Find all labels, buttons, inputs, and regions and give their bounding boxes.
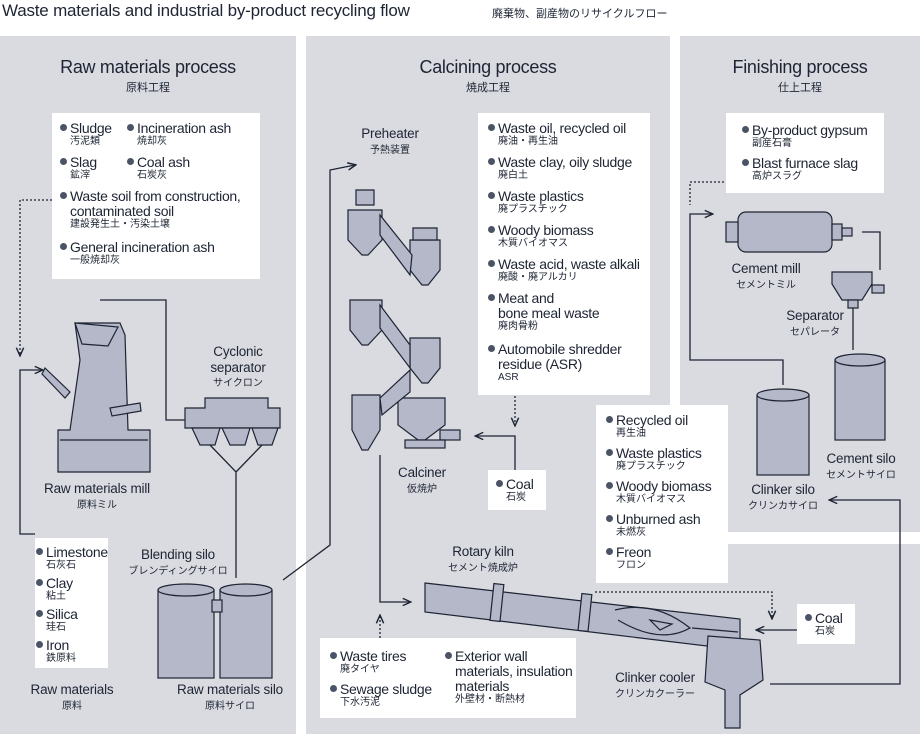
label-cyclonic-jp: サイクロン bbox=[213, 378, 263, 389]
flow-cyclone-to-silo bbox=[209, 444, 263, 578]
label-separator: Separator bbox=[786, 308, 844, 323]
label-preheater: Preheater bbox=[361, 126, 419, 141]
preheater-shape bbox=[347, 189, 461, 451]
raw-materials-mill-shape bbox=[41, 322, 151, 473]
label-raw-materials: Raw materials bbox=[30, 682, 114, 697]
label-cement-silo-jp: セメントサイロ bbox=[826, 470, 896, 481]
clinker-cooler-shape bbox=[704, 635, 764, 729]
cement-silo-shape bbox=[834, 353, 886, 441]
label-calciner-jp: 仮焼炉 bbox=[407, 484, 437, 495]
panel-title-finishing: Finishing process bbox=[732, 57, 868, 77]
label-clinker-cooler-jp: クリンカクーラー bbox=[615, 689, 695, 700]
clinker-silo-shape bbox=[756, 388, 810, 476]
panel-title-calcining: Calcining process bbox=[419, 57, 557, 77]
label-clinker-cooler: Clinker cooler bbox=[615, 670, 695, 685]
flow-coal-to-calciner bbox=[476, 436, 516, 470]
label-clinker-silo: Clinker silo bbox=[751, 482, 815, 497]
flow-finishing-waste-to-mill bbox=[689, 181, 724, 205]
panel-title-finishing-jp: 仕上工程 bbox=[778, 82, 822, 94]
flow-preheater-to-kiln bbox=[379, 455, 410, 602]
label-preheater-jp: 予熱装置 bbox=[370, 145, 410, 156]
label-raw-mill: Raw materials mill bbox=[44, 481, 150, 496]
cyclonic-separator-shape bbox=[184, 397, 281, 446]
label-cyclonic: Cyclonic bbox=[213, 344, 263, 359]
label-separator-line: separator bbox=[210, 360, 266, 375]
label-separator-jp: セパレータ bbox=[790, 327, 840, 338]
flow-kiln-waste-to-kiln bbox=[595, 591, 772, 618]
kiln-flame-icon bbox=[614, 606, 739, 636]
raw-materials-silo-shape bbox=[157, 583, 273, 679]
label-calciner: Calciner bbox=[398, 465, 446, 480]
flow-mill-to-separator bbox=[862, 231, 881, 270]
label-clinker-silo-jp: クリンカサイロ bbox=[748, 501, 818, 512]
panel-title-raw-jp: 原料工程 bbox=[126, 82, 170, 94]
page-title: Waste materials and industrial by-produc… bbox=[2, 1, 410, 20]
page-subtitle: 廃棄物、副産物のリサイクルフロー bbox=[492, 8, 668, 20]
label-rotary-kiln: Rotary kiln bbox=[452, 544, 514, 559]
flow-silo-to-preheater bbox=[282, 165, 355, 581]
label-raw-materials-jp: 原料 bbox=[62, 701, 82, 712]
list-item: Waste soil from construction,contaminate… bbox=[60, 189, 241, 231]
panel-title-raw: Raw materials process bbox=[60, 57, 236, 77]
label-blending-jp: ブレンディングサイロ bbox=[128, 566, 228, 577]
flow-raw-waste-to-mill bbox=[20, 199, 52, 355]
separator-shape bbox=[831, 271, 885, 309]
label-blending: Blending silo bbox=[141, 547, 215, 562]
label-cement-silo: Cement silo bbox=[826, 451, 896, 466]
cement-mill-shape bbox=[725, 211, 853, 253]
label-raw-mill-jp: 原料ミル bbox=[77, 500, 117, 511]
label-raw-silo-jp: 原料サイロ bbox=[205, 701, 255, 712]
flow-cooler-to-clinker-silo bbox=[770, 500, 901, 685]
label-rotary-kiln-jp: セメント焼成炉 bbox=[448, 563, 518, 574]
flow-raw-materials-to-mill bbox=[19, 370, 42, 535]
label-cement-mill-jp: セメントミル bbox=[736, 280, 796, 291]
flow-clinker-silo-to-cement-mill bbox=[689, 214, 784, 385]
label-raw-silo: Raw materials silo bbox=[177, 682, 283, 697]
flow-mill-to-cyclone bbox=[100, 299, 185, 421]
panel-title-calcining-jp: 焼成工程 bbox=[466, 82, 510, 94]
label-cement-mill: Cement mill bbox=[731, 261, 801, 276]
